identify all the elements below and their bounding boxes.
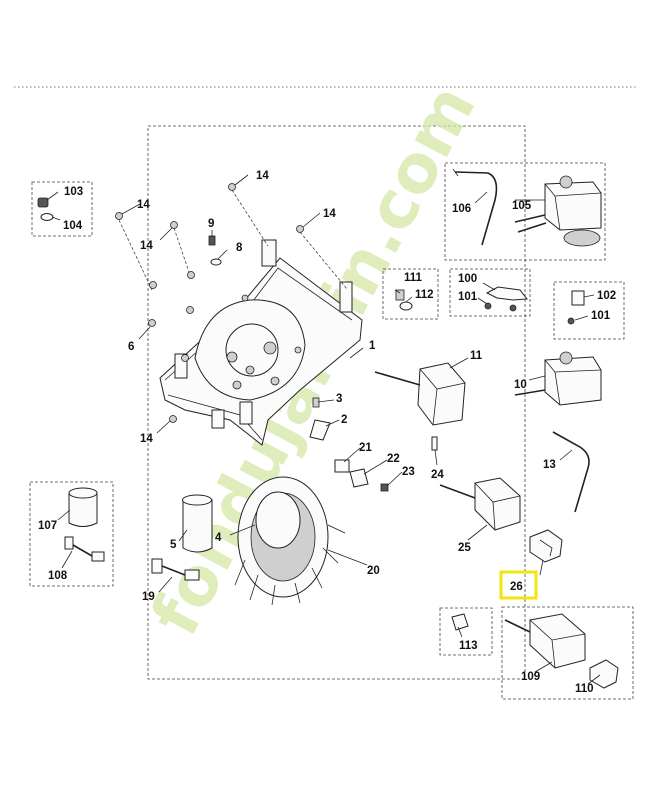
leader-lines [46, 174, 601, 685]
label-part-9[interactable]: 9 [208, 218, 214, 230]
label-part-8[interactable]: 8 [236, 242, 243, 254]
label-part-11[interactable]: 11 [470, 350, 483, 362]
screw-9-washer-8 [208, 235, 222, 266]
wire-13 [552, 431, 590, 513]
capacitor-107 [68, 487, 98, 527]
label-part-22[interactable]: 22 [387, 453, 400, 465]
label-part-14[interactable]: 14 [323, 208, 336, 220]
screw-103-washer-104 [37, 197, 54, 221]
label-part-20[interactable]: 20 [367, 565, 380, 577]
switch-box-109 [504, 613, 586, 669]
connector-22 [349, 468, 369, 488]
bracket-2 [309, 419, 331, 441]
group-box-103-104 [31, 181, 93, 237]
connector-108 [64, 536, 105, 562]
label-part-14[interactable]: 14 [140, 433, 153, 445]
label-part-23[interactable]: 23 [402, 466, 415, 478]
screw-14-set [115, 183, 348, 423]
connector-19 [151, 558, 200, 581]
label-part-14[interactable]: 14 [140, 240, 153, 252]
screw-23 [380, 483, 389, 492]
label-part-3[interactable]: 3 [336, 393, 342, 405]
capacitor-box-10 [514, 351, 602, 406]
label-part-103[interactable]: 103 [64, 186, 83, 198]
label-part-113[interactable]: 113 [459, 640, 478, 652]
label-part-10[interactable]: 10 [514, 379, 527, 391]
label-part-106[interactable]: 106 [452, 203, 471, 215]
group-box-105-106 [444, 162, 606, 261]
group-box-111-112 [382, 268, 439, 320]
label-part-104[interactable]: 104 [63, 220, 83, 232]
label-part-5[interactable]: 5 [170, 539, 177, 551]
group-box-113 [439, 607, 493, 656]
clip-110 [589, 659, 619, 689]
clamp-100 [484, 286, 528, 312]
label-part-6[interactable]: 6 [128, 341, 134, 353]
wire-106 [452, 168, 498, 246]
label-part-4[interactable]: 4 [215, 532, 222, 544]
group-box-100-101 [449, 268, 531, 317]
highlighted-part-26-box[interactable] [499, 570, 538, 600]
part-labels: 14 14 14 14 14 9 8 6 1 103 104 106 105 1… [38, 170, 616, 695]
label-part-26[interactable]: 26 [510, 581, 523, 593]
label-part-112[interactable]: 112 [415, 289, 434, 301]
bolts-6 [148, 271, 195, 362]
group-box-109-110 [501, 606, 634, 700]
screw-3 [312, 397, 320, 408]
capacitor-5 [182, 494, 213, 553]
label-part-107[interactable]: 107 [38, 520, 57, 532]
label-part-19[interactable]: 19 [142, 591, 155, 603]
label-part-100[interactable]: 100 [458, 273, 477, 285]
label-part-101[interactable]: 101 [458, 291, 478, 303]
label-part-14[interactable]: 14 [256, 170, 269, 182]
label-part-1[interactable]: 1 [369, 340, 376, 352]
label-part-105[interactable]: 105 [512, 200, 532, 212]
label-part-102[interactable]: 102 [597, 290, 616, 302]
label-part-110[interactable]: 110 [575, 683, 594, 695]
motor-mounting-plate [159, 239, 363, 446]
part-111-112 [395, 289, 413, 311]
label-part-108[interactable]: 108 [48, 570, 68, 582]
label-part-14[interactable]: 14 [137, 199, 150, 211]
label-part-111[interactable]: 111 [404, 272, 423, 284]
label-part-101[interactable]: 101 [591, 310, 611, 322]
group-box-101-102 [553, 281, 625, 340]
label-part-21[interactable]: 21 [359, 442, 372, 454]
label-part-25[interactable]: 25 [458, 542, 471, 554]
switch-box-11 [374, 362, 466, 426]
label-part-24[interactable]: 24 [431, 469, 444, 481]
capacitor-box-105 [514, 175, 602, 247]
motor-fan-20 [234, 476, 346, 606]
connector-21 [334, 459, 350, 473]
group-box-107-108 [29, 481, 114, 587]
label-part-2[interactable]: 2 [341, 414, 347, 426]
label-part-109[interactable]: 109 [521, 671, 540, 683]
label-part-13[interactable]: 13 [543, 459, 556, 471]
clip-26 [529, 529, 563, 563]
part-102-101 [567, 290, 585, 325]
switch-box-25 [439, 477, 521, 531]
pin-24 [431, 436, 438, 451]
clip-113 [451, 613, 469, 631]
